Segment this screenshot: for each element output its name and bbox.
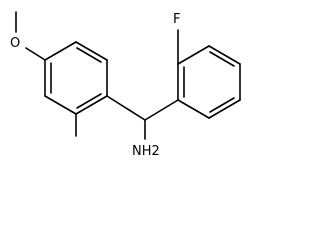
amine-label: NH2	[132, 144, 160, 159]
ring2-bond-5	[208, 99, 241, 119]
ring1-to-center-bond	[106, 95, 146, 121]
center-to-ring2-bond	[144, 99, 179, 121]
ring2-double-bond-c	[209, 97, 235, 113]
ring-oxygen-bond	[25, 47, 46, 61]
ring2-bond-6	[177, 99, 210, 119]
ring1-bond-5	[44, 95, 77, 115]
ring2-bond-2	[177, 45, 210, 65]
oxygen-atom-label: O	[10, 36, 20, 51]
ring1-bond-2	[75, 41, 108, 61]
ring2-bond-3	[208, 45, 241, 65]
fluorine-substituent: F	[173, 12, 180, 65]
ring1-double-bond-b	[76, 93, 102, 109]
ring2-double-bond-b	[209, 51, 235, 67]
fluorine-atom-label: F	[173, 12, 180, 27]
methoxy-methylphenyl-ring	[44, 41, 108, 115]
benzylic-center: NH2	[106, 95, 179, 159]
ring1-bond-1	[44, 41, 77, 61]
ring1-double-bond-a	[76, 47, 102, 63]
structure-canvas: O NH2 F	[10, 11, 241, 159]
chemical-structure-diagram: O NH2 F	[10, 11, 241, 159]
methoxy-group: O	[10, 11, 46, 61]
ring1-bond-4	[75, 95, 108, 115]
fluorophenyl-ring	[177, 45, 241, 119]
